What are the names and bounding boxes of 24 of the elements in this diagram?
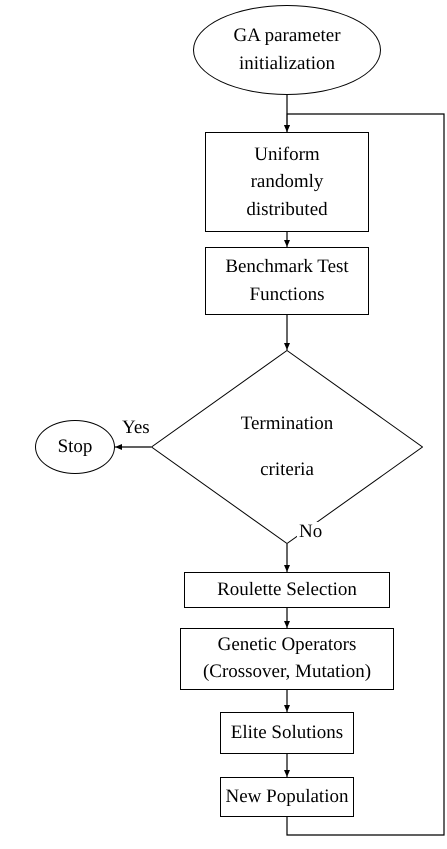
arrow: [284, 754, 290, 777]
node-text: Genetic Operators (Crossover, Mutation): [202, 633, 372, 684]
process-box: [205, 132, 369, 232]
node-text: Benchmark Test Functions: [224, 255, 350, 307]
process-box: [205, 247, 369, 315]
process-box: [180, 628, 394, 690]
arrow: [284, 544, 290, 572]
arrow: [284, 608, 290, 628]
arrow: [115, 444, 151, 450]
node-text: GA parameter initialization: [232, 24, 342, 76]
arrow: [284, 232, 290, 247]
node-text: Termination criteria: [240, 412, 334, 482]
node-text: Roulette Selection: [217, 578, 357, 602]
process-box: [220, 712, 354, 754]
arrow: [284, 113, 445, 836]
arrow: [284, 690, 290, 712]
node-text: Uniform randomly distributed: [245, 142, 329, 222]
decision-diamond: [151, 350, 423, 544]
node-text: Elite Solutions: [230, 720, 344, 745]
arrow: [284, 315, 290, 350]
process-box: [184, 572, 390, 608]
process-box: [220, 777, 354, 817]
node-text: Stop: [58, 434, 92, 459]
node-text: New Population: [226, 784, 348, 809]
